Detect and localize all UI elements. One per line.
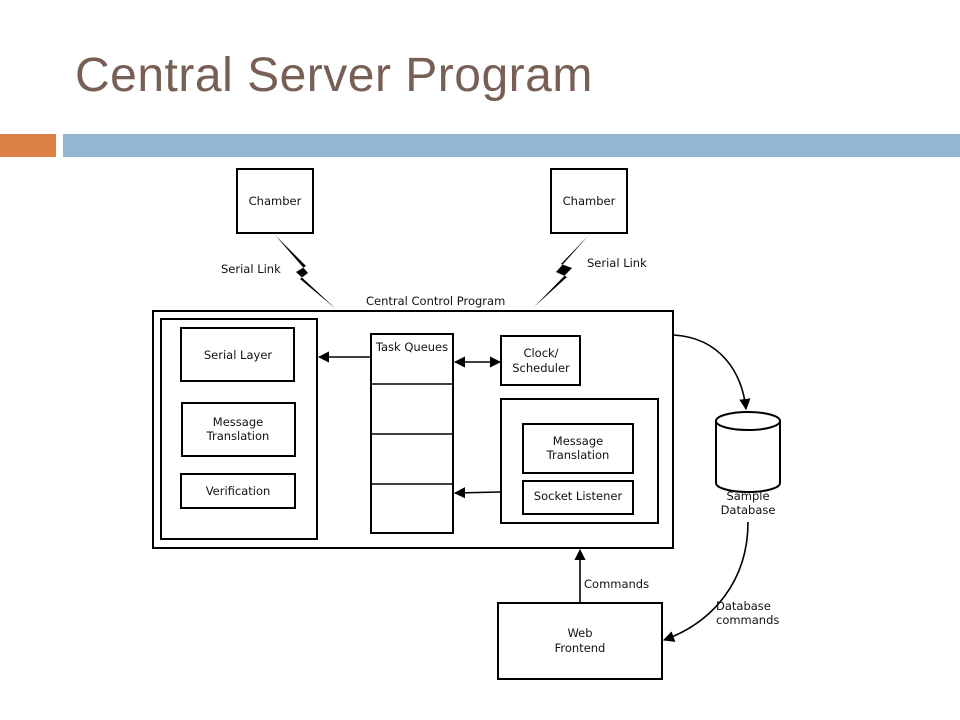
chamber-left-label: Chamber — [249, 194, 302, 208]
message-translation-right-line1: Message — [553, 434, 603, 448]
serial-layer-box — [180, 327, 295, 382]
clock-scheduler-box — [500, 335, 581, 386]
clock-scheduler-line1: Clock/ — [523, 346, 558, 360]
message-translation-right-box — [522, 423, 634, 474]
serial-link-left-label: Serial Link — [221, 262, 281, 276]
web-frontend-line1: Web — [567, 626, 592, 640]
commands-label: Commands — [584, 577, 649, 591]
clock-scheduler-line2: Scheduler — [512, 361, 570, 375]
database-icon — [715, 411, 781, 493]
database-commands-line1: Database — [716, 599, 771, 613]
accent-bar-blue — [63, 134, 960, 157]
serial-layer-label: Serial Layer — [204, 348, 273, 362]
arrow-database-commands — [662, 521, 749, 642]
socket-listener-label: Socket Listener — [534, 489, 623, 503]
message-translation-left-line2: Translation — [206, 429, 270, 443]
chamber-left-box — [236, 168, 314, 234]
socket-listener-box — [522, 480, 634, 515]
slide-title: Central Server Program — [75, 49, 593, 102]
message-translation-right-line2: Translation — [546, 448, 610, 462]
chamber-right-label: Chamber — [563, 194, 616, 208]
sample-database-line1: Sample — [726, 489, 769, 503]
serial-link-right-label: Serial Link — [587, 256, 647, 270]
accent-bar-orange — [0, 134, 56, 157]
message-translation-left-line1: Message — [213, 415, 263, 429]
sample-database-line2: Database — [721, 503, 776, 517]
verification-box — [180, 473, 296, 509]
web-frontend-box — [497, 602, 663, 680]
arrow-socket-to-taskqueues — [453, 487, 501, 499]
serial-link-right-bolt — [534, 235, 589, 307]
central-control-program-label: Central Control Program — [366, 294, 505, 308]
message-translation-left-box — [181, 402, 296, 457]
verification-label: Verification — [206, 484, 271, 498]
web-frontend-line2: Frontend — [555, 641, 606, 655]
arrow-to-database — [673, 334, 751, 411]
chamber-right-box — [550, 168, 628, 234]
task-queues-label: Task Queues — [375, 340, 448, 354]
serial-link-left-bolt — [275, 235, 336, 309]
database-commands-line2: commands — [716, 613, 779, 627]
